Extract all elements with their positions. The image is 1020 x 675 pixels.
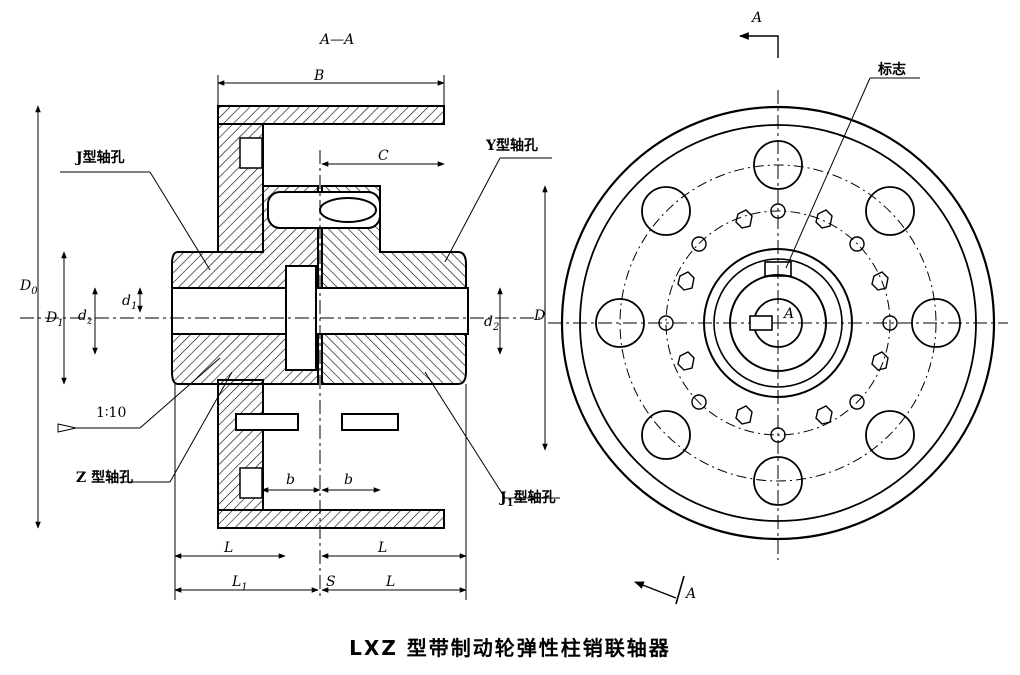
dim-L-bottom: L [385,574,395,590]
dim-b-right: b [344,472,353,488]
dim-b-left: b [286,472,295,488]
dim-L-right: L [377,540,387,556]
view-mark-center: A [782,306,794,322]
dim-d1: d1 [122,293,137,312]
section-label: A—A [318,32,354,48]
label-mark: 标志 [877,61,906,78]
hub-outer [703,248,853,398]
section-view [171,105,469,529]
drawing-title: LXZ 型带制动轮弹性柱销联轴器 [349,636,671,660]
label-j1-bore: J1型轴孔 [498,489,556,509]
mark-slot [764,261,792,277]
bolt-right [341,413,399,431]
dim-C: C [378,148,389,164]
label-j-bore: J型轴孔 [74,149,125,166]
label-taper: 1∶10 [96,405,126,421]
bore [729,274,827,372]
brake-rim-bottom [217,509,445,529]
dim-L1: L1 [231,574,248,593]
dim-S: S [326,574,336,590]
label-z-bore: Z 型轴孔 [76,469,133,486]
dim-D0: D0 [19,278,38,297]
bolt-left [235,413,299,431]
dim-D: D [533,308,545,324]
brake-rim-top [217,105,445,125]
end-view [560,32,996,605]
outer-rim [560,105,996,541]
dim-L-left: L [223,540,233,556]
dim-d2: d2 [484,314,499,333]
label-y-bore: Y型轴孔 [485,137,538,154]
dim-dz: dz [78,308,93,327]
view-mark-top: A [750,10,762,26]
view-mark-bottom: A [684,586,696,602]
dim-B: B [313,68,324,84]
dim-D1: D1 [45,310,64,329]
